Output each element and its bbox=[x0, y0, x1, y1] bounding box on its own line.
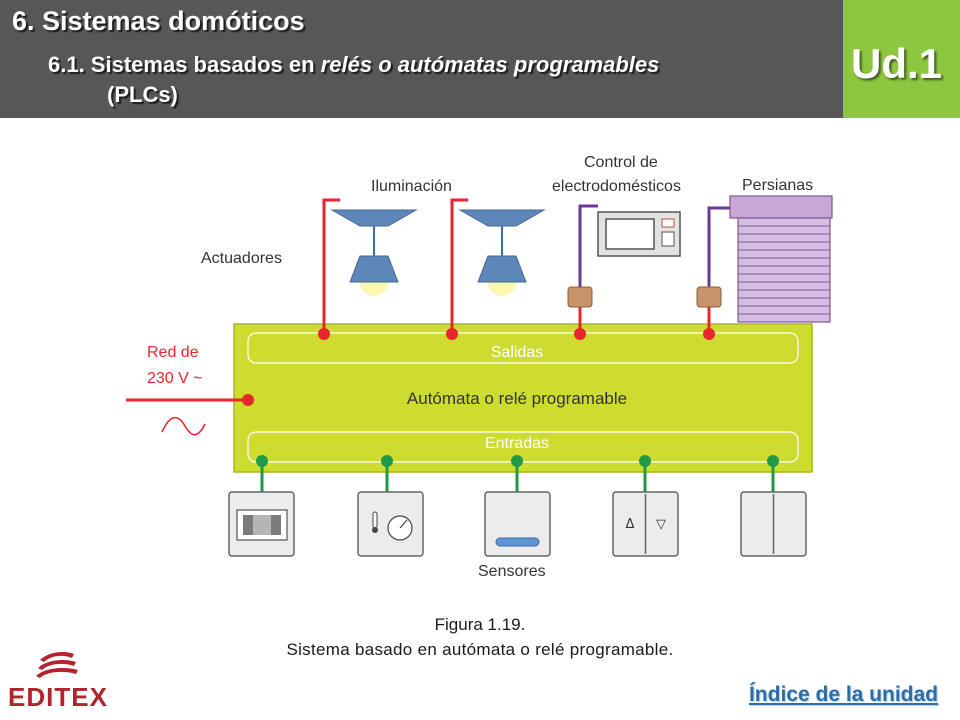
figure-caption: Sistema basado en autómata o relé progra… bbox=[286, 640, 674, 659]
double-switch-icon bbox=[740, 491, 807, 557]
input-node-1 bbox=[256, 455, 268, 467]
input-node-5 bbox=[767, 455, 779, 467]
subtitle-text: 6.1. Sistemas basados en bbox=[48, 52, 321, 77]
label-red-line1: Red de bbox=[147, 344, 199, 361]
thermostat-icon bbox=[357, 491, 424, 557]
relay-module bbox=[696, 286, 722, 308]
purple-wire-microwave bbox=[578, 204, 598, 287]
switch-down-label: ▽ bbox=[656, 517, 666, 532]
purple-wire-blinds bbox=[707, 206, 730, 287]
motion-sensor-icon bbox=[228, 491, 295, 557]
unit-badge: Ud.1 bbox=[843, 0, 960, 118]
unit-index-link[interactable]: Índice de la unidad bbox=[748, 683, 938, 706]
label-entradas: Entradas bbox=[485, 435, 549, 452]
input-node-4 bbox=[639, 455, 651, 467]
label-red-line2: 230 V ~ bbox=[147, 370, 203, 387]
ac-wave-icon bbox=[161, 416, 206, 436]
entradas-frame bbox=[247, 431, 799, 463]
page-subtitle-line2: (PLCs) bbox=[107, 82, 178, 107]
label-salidas: Salidas bbox=[491, 344, 543, 361]
input-node-2 bbox=[381, 455, 393, 467]
output-node-2 bbox=[446, 328, 458, 340]
switch-up-label: Δ bbox=[626, 517, 635, 532]
editex-logo-text: EDITEX bbox=[8, 682, 108, 712]
subtitle-italic: relés o autómatas programables bbox=[320, 52, 660, 77]
relay-module bbox=[567, 286, 593, 308]
title-bar: 6. Sistemas domóticos 6.1. Sistemas basa… bbox=[0, 0, 843, 118]
label-sensores: Sensores bbox=[478, 563, 546, 580]
plc-box bbox=[233, 323, 813, 473]
microwave-icon bbox=[597, 211, 681, 257]
unit-badge-label: Ud.1 bbox=[851, 40, 943, 87]
label-persianas: Persianas bbox=[742, 177, 813, 194]
page-title: 6. Sistemas domóticos bbox=[12, 6, 305, 36]
label-control-line1: Control de bbox=[584, 154, 658, 171]
output-node-1 bbox=[318, 328, 330, 340]
editex-logo: EDITEX bbox=[6, 648, 108, 716]
input-node-3 bbox=[511, 455, 523, 467]
red-wire-lamp-2 bbox=[450, 198, 468, 334]
label-automata: Autómata o relé programable bbox=[407, 389, 627, 408]
red-wire-lamp-1 bbox=[322, 198, 340, 334]
lamp-icon bbox=[330, 209, 418, 296]
light-sensor-icon bbox=[484, 491, 551, 557]
up-down-switch-icon bbox=[612, 491, 679, 557]
label-control-line2: electrodomésticos bbox=[552, 178, 681, 195]
label-actuadores: Actuadores bbox=[201, 250, 282, 267]
power-node bbox=[242, 394, 254, 406]
blinds-icon bbox=[729, 195, 833, 323]
label-iluminacion: Iluminación bbox=[371, 178, 452, 195]
figure-number: Figura 1.19. bbox=[434, 615, 526, 634]
lamp-icon bbox=[458, 209, 546, 296]
page-subtitle: 6.1. Sistemas basados en relés o autómat… bbox=[48, 52, 659, 78]
editex-logo-icon bbox=[36, 652, 78, 678]
salidas-frame bbox=[247, 332, 799, 364]
